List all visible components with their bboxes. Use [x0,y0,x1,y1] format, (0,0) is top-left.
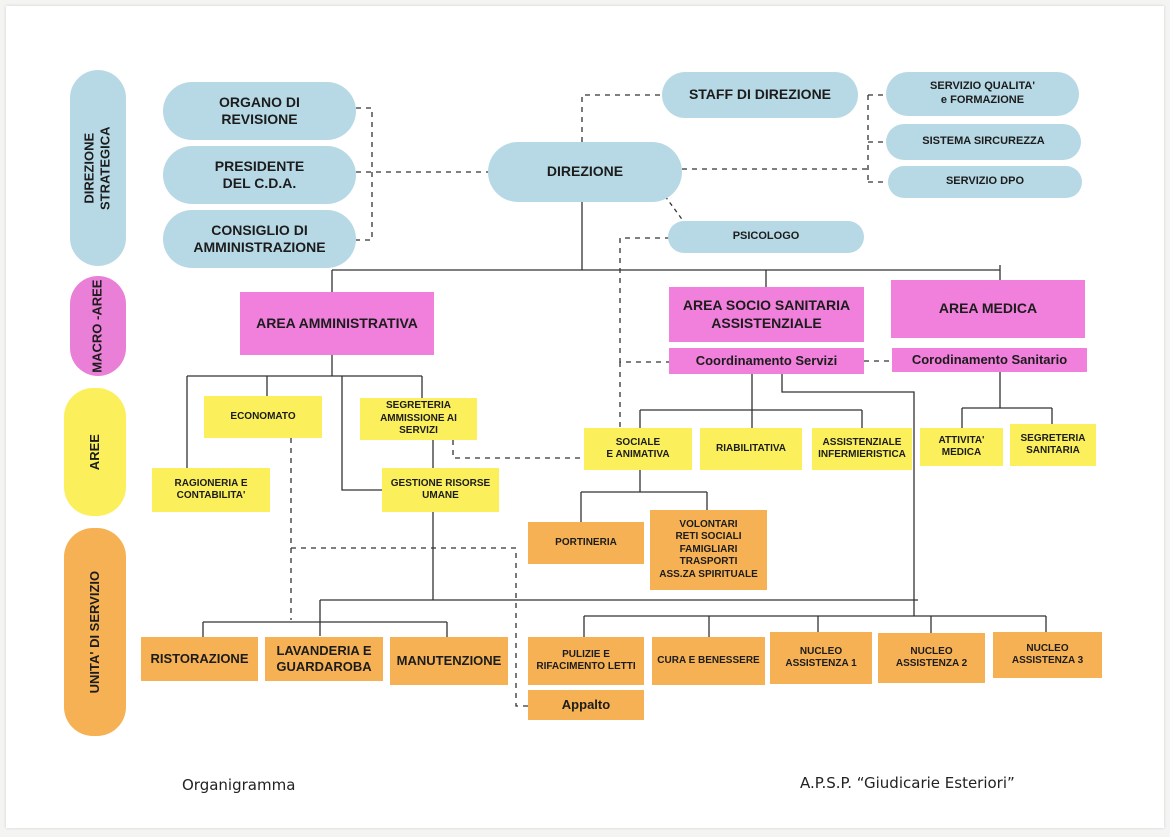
node-nucleo-assistenza-2: NUCLEO ASSISTENZA 2 [878,633,985,683]
node-coordinamento-sanitario: Corodinamento Sanitario [892,348,1087,372]
node-consiglio: CONSIGLIO DI AMMINISTRAZIONE [163,210,356,268]
band-aree: AREE [64,388,126,516]
footer-organization: A.P.S.P. “Giudicarie Esteriori” [800,774,1015,792]
node-area-socio-sanitaria: AREA SOCIO SANITARIA ASSISTENZIALE [669,287,864,342]
node-area-medica: AREA MEDICA [891,280,1085,338]
node-psicologo: PSICOLOGO [668,221,864,253]
band-macro-aree: MACRO -AREE [70,276,126,376]
node-nucleo-assistenza-1: NUCLEO ASSISTENZA 1 [770,632,872,684]
band-direzione-strategica: DIREZIONE STRATEGICA [70,70,126,266]
node-portineria: PORTINERIA [528,522,644,564]
node-sistema-sicurezza: SISTEMA SIRCUREZZA [886,124,1081,160]
node-gestione-risorse: GESTIONE RISORSE UMANE [382,468,499,512]
node-coordinamento-servizi: Coordinamento Servizi [669,348,864,374]
node-presidente: PRESIDENTE DEL C.D.A. [163,146,356,204]
footer-title: Organigramma [182,776,296,794]
band-label: DIREZIONE STRATEGICA [81,126,114,210]
node-ristorazione: RISTORAZIONE [141,637,258,681]
node-sociale-animativa: SOCIALE E ANIMATIVA [584,428,692,470]
node-economato: ECONOMATO [204,396,322,438]
node-ragioneria: RAGIONERIA E CONTABILITA' [152,468,270,512]
node-segreteria-ammissione: SEGRETERIA AMMISSIONE AI SERVIZI [360,398,477,440]
band-label: MACRO -AREE [89,279,105,373]
node-appalto: Appalto [528,690,644,720]
node-nucleo-assistenza-3: NUCLEO ASSISTENZA 3 [993,632,1102,678]
band-unita-servizio: UNITA' DI SERVIZIO [64,528,126,736]
node-lavanderia: LAVANDERIA E GUARDAROBA [265,637,383,681]
node-staff-direzione: STAFF DI DIREZIONE [662,72,858,118]
node-riabilitativa: RIABILITATIVA [700,428,802,470]
node-pulizie: PULIZIE E RIFACIMENTO LETTI [528,637,644,685]
node-area-amministrativa: AREA AMMINISTRATIVA [240,292,434,355]
node-servizio-dpo: SERVIZIO DPO [888,166,1082,198]
node-volontari: VOLONTARI RETI SOCIALI FAMIGLIARI TRASPO… [650,510,767,590]
node-attivita-medica: ATTIVITA' MEDICA [920,428,1003,466]
band-label: AREE [86,433,102,471]
band-label: UNITA' DI SERVIZIO [86,570,102,694]
node-organo-revisione: ORGANO DI REVISIONE [163,82,356,140]
node-assistenziale-infermieristica: ASSISTENZIALE INFERMIERISTICA [812,428,912,470]
node-servizio-qualita: SERVIZIO QUALITA' e FORMAZIONE [886,72,1079,116]
node-segreteria-sanitaria: SEGRETERIA SANITARIA [1010,424,1096,466]
node-manutenzione: MANUTENZIONE [390,637,508,685]
node-cura-benessere: CURA E BENESSERE [652,637,765,685]
node-direzione: DIREZIONE [488,142,682,202]
